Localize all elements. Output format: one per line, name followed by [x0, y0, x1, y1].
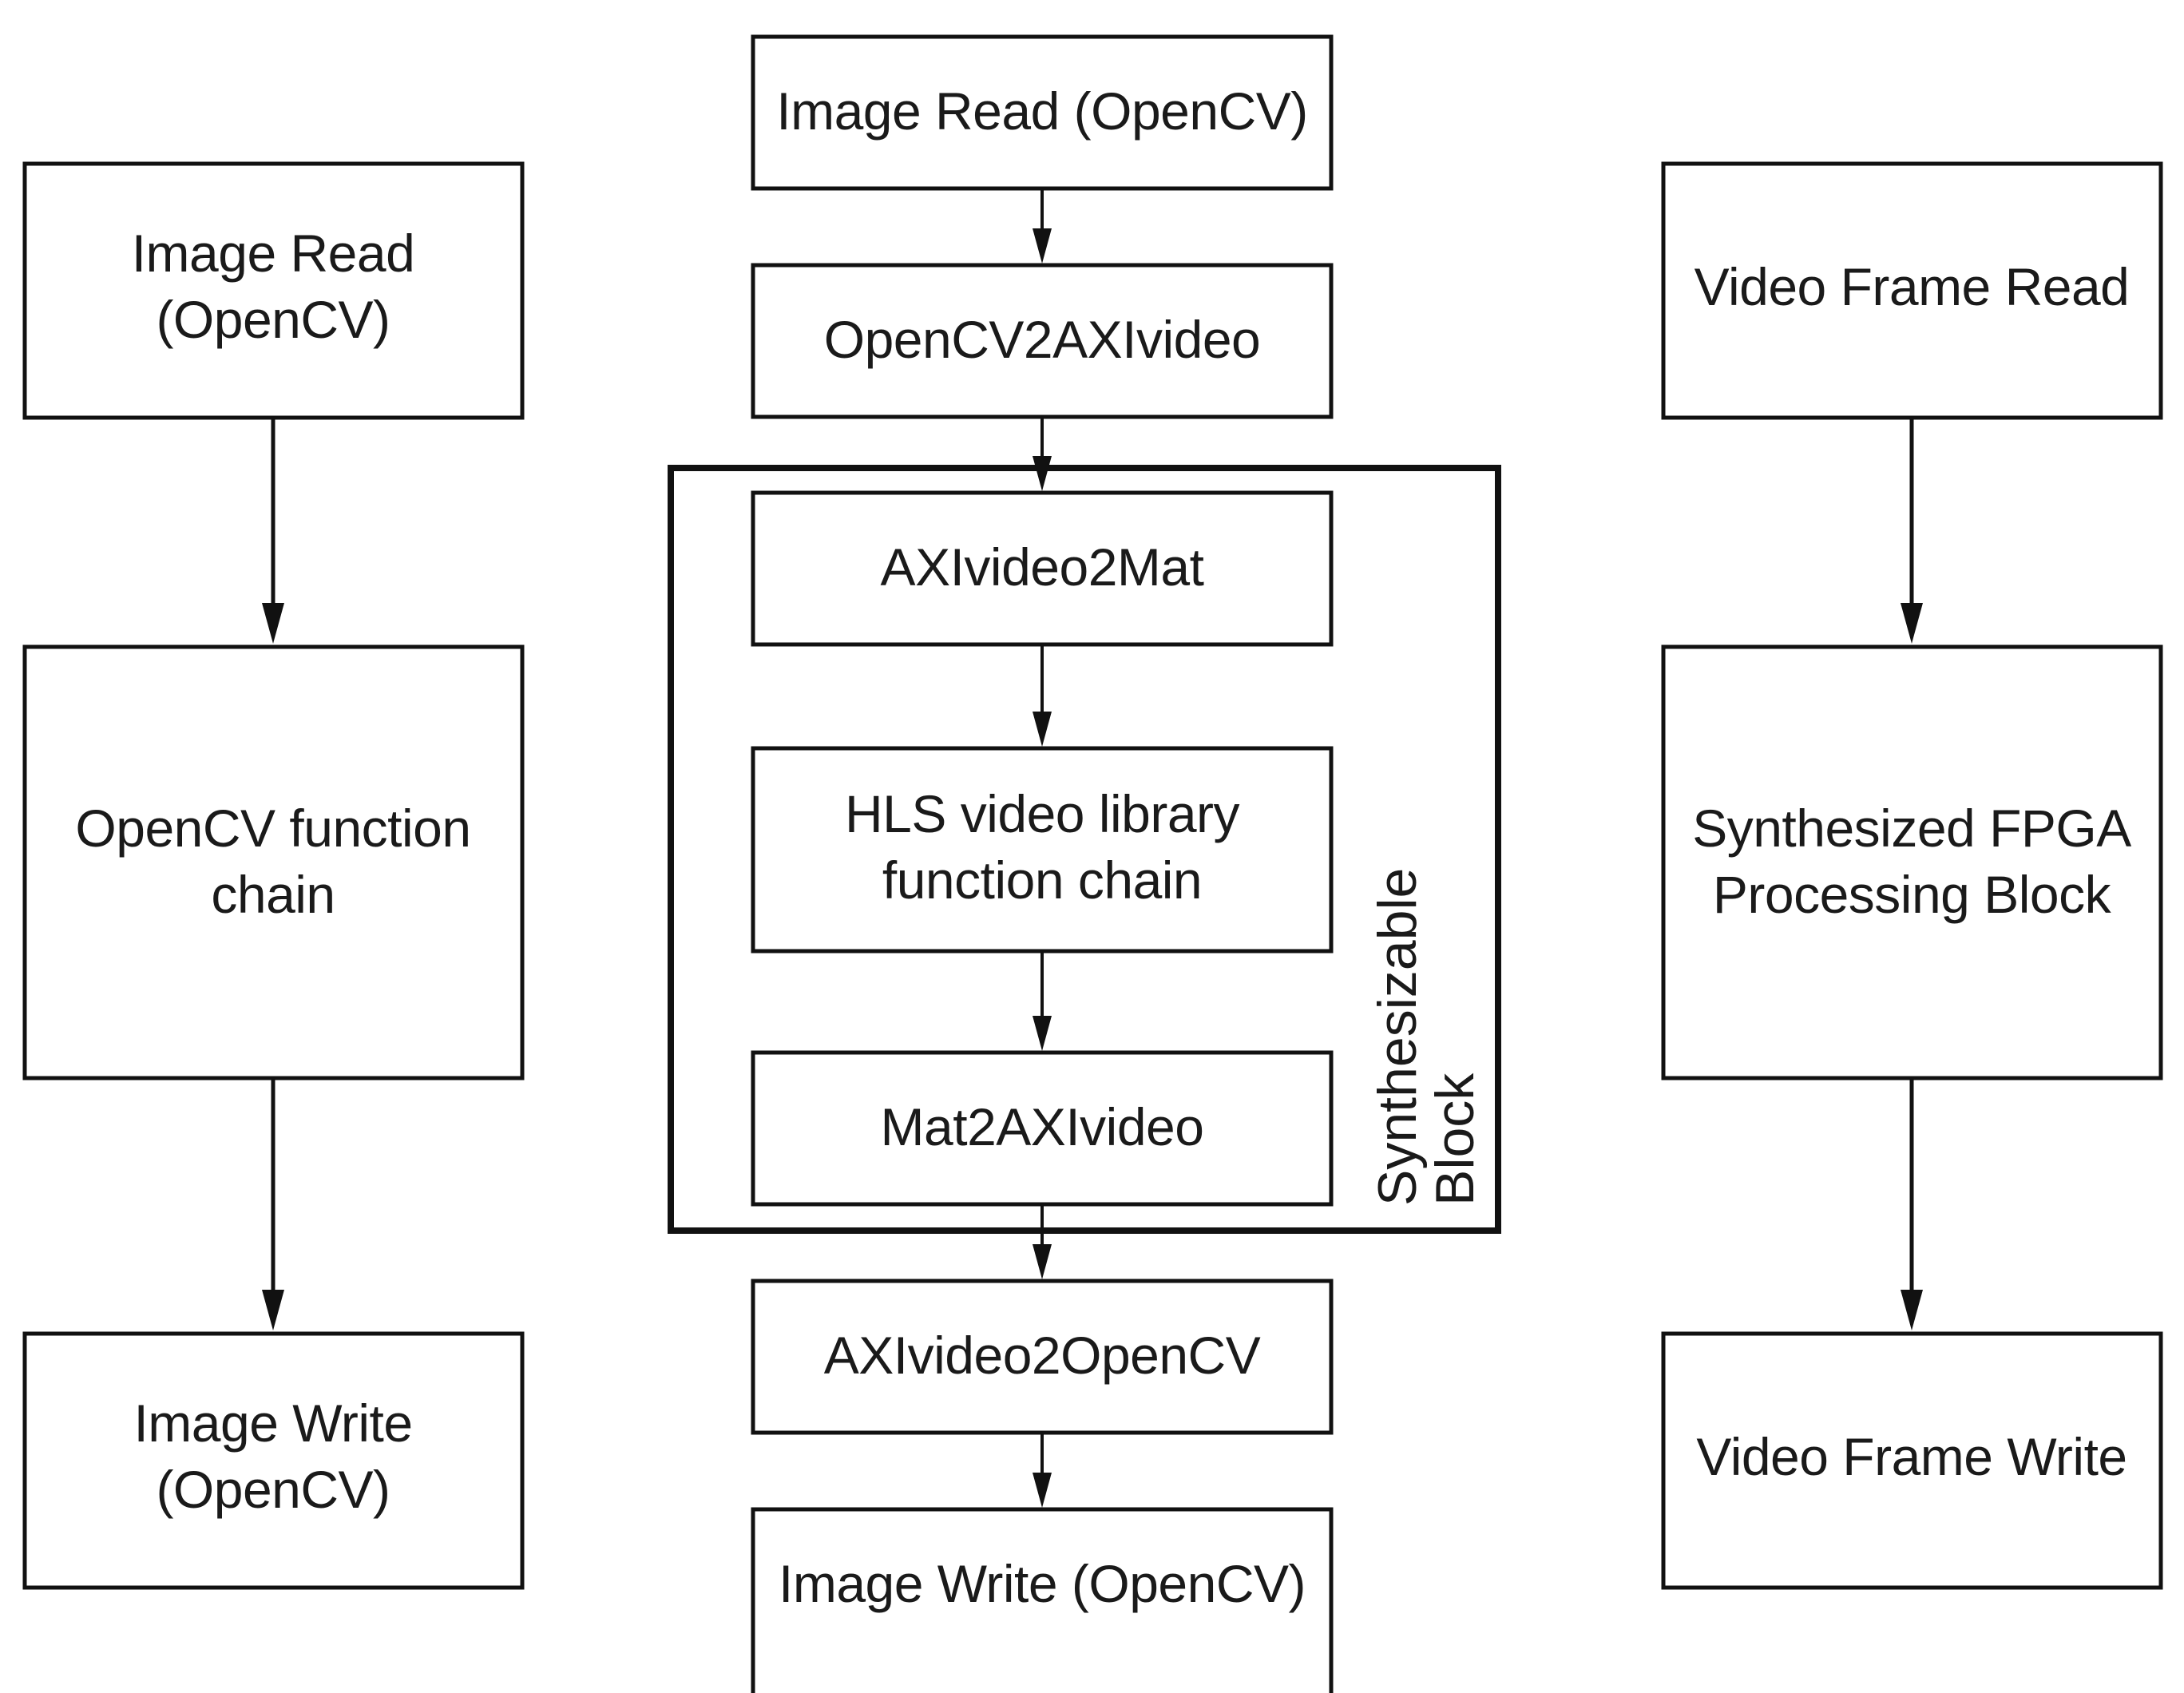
hls-function-chain-box: HLS video library function chain [751, 746, 1334, 954]
hls-chain-line1: HLS video library [845, 784, 1240, 843]
left-image-read-line2: (OpenCV) [156, 290, 390, 349]
video-frame-write-label: Video Frame Write [1696, 1427, 2127, 1486]
right-arrow-fpga-to-write [1901, 1078, 1923, 1330]
mid-image-read-label: Image Read (OpenCV) [776, 81, 1308, 141]
video-frame-read-label: Video Frame Read [1694, 257, 2130, 316]
synthesizable-block-frame [668, 465, 1501, 1234]
mid-image-read-box: Image Read (OpenCV) [751, 34, 1334, 191]
axivideo2mat-box: AXIvideo2Mat [751, 490, 1334, 647]
left-image-read-box: Image Read (OpenCV) [22, 161, 525, 420]
mid-arrow-hls-to-mat2axi [1033, 951, 1052, 1051]
right-arrow-read-to-fpga [1901, 418, 1923, 644]
opencv2axivideo-label: OpenCV2AXIvideo [824, 310, 1261, 369]
left-function-chain-line1: OpenCV function [75, 799, 470, 858]
mid-image-write-label: Image Write (OpenCV) [779, 1554, 1306, 1613]
left-image-write-line2: (OpenCV) [156, 1460, 390, 1519]
fpga-block-line2: Processing Block [1713, 865, 2112, 924]
left-image-write-line1: Image Write [133, 1394, 412, 1453]
synthesizable-label-line1: Synthesizable [1367, 868, 1428, 1206]
opencv2axivideo-box: OpenCV2AXIvideo [751, 263, 1334, 419]
mid-arrow-axi2mat-to-hls [1033, 644, 1052, 747]
axivideo2opencv-label: AXIvideo2OpenCV [824, 1326, 1261, 1385]
mid-image-write-box: Image Write (OpenCV) [751, 1507, 1334, 1693]
mid-arrow-read-to-opencv2axi [1033, 188, 1052, 264]
fpga-processing-block-box: Synthesized FPGA Processing Block [1661, 644, 2163, 1080]
axivideo2opencv-box: AXIvideo2OpenCV [751, 1279, 1334, 1435]
hls-chain-line2: function chain [882, 850, 1202, 910]
mid-arrow-opencv2axi-to-axi2mat [1033, 417, 1052, 491]
axivideo2mat-label: AXIvideo2Mat [881, 537, 1204, 597]
left-arrow-read-to-chain [262, 418, 284, 644]
mid-arrow-axi2opencv-to-write [1033, 1433, 1052, 1508]
left-arrow-chain-to-write [262, 1078, 284, 1330]
synthesizable-block-label: Synthesizable Block [1367, 868, 1485, 1206]
video-frame-read-box: Video Frame Read [1661, 161, 2163, 420]
left-function-chain-line2: chain [211, 865, 335, 924]
video-frame-write-box: Video Frame Write [1661, 1331, 2163, 1590]
mat2axivideo-box: Mat2AXIvideo [751, 1050, 1334, 1207]
left-image-write-box: Image Write (OpenCV) [22, 1331, 525, 1590]
synthesizable-label-line2: Block [1425, 1072, 1485, 1206]
mid-arrow-mat2axi-to-axi2opencv [1033, 1204, 1052, 1279]
left-opencv-function-chain-box: OpenCV function chain [22, 644, 525, 1080]
left-image-read-line1: Image Read [132, 224, 415, 283]
fpga-block-line1: Synthesized FPGA [1692, 799, 2131, 858]
mat2axivideo-label: Mat2AXIvideo [881, 1097, 1204, 1156]
